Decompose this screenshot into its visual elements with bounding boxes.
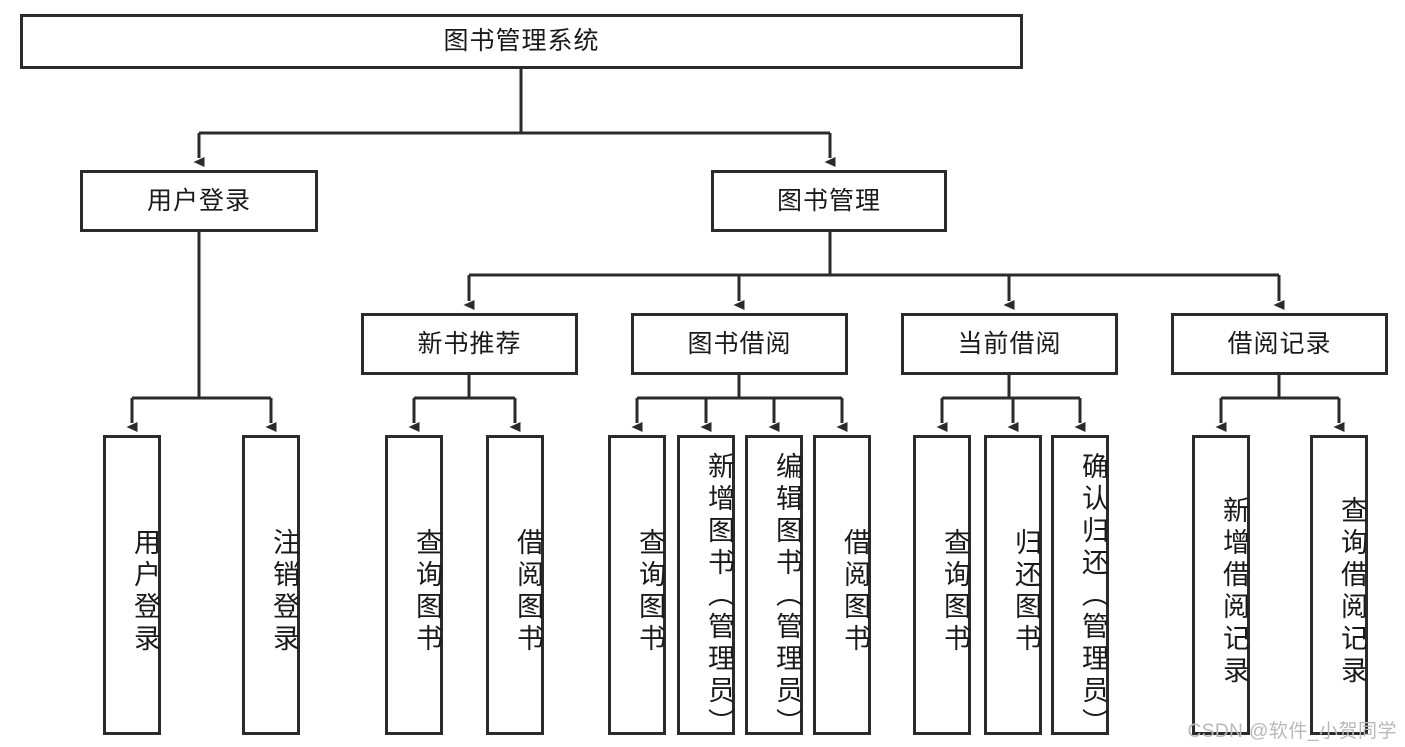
node-new-book-rec[interactable]: 新书推荐 — [361, 313, 578, 375]
node-leaf-add-borrow-record-label: 新增借阅记录 — [1219, 496, 1249, 688]
node-leaf-user-login[interactable]: 用户登录 — [103, 435, 161, 735]
node-root-label: 图书管理系统 — [443, 27, 600, 55]
node-leaf-add-borrow-record[interactable]: 新增借阅记录 — [1192, 435, 1250, 735]
node-leaf-confirm-return[interactable]: 确认归还（管理员） — [1051, 435, 1109, 740]
node-leaf-add-book-admin-label: 新增图书（管理员） — [704, 452, 734, 740]
node-leaf-user-logout-label: 注销登录 — [269, 528, 299, 656]
node-leaf-query-book-label: 查询图书 — [635, 528, 665, 656]
node-leaf-query-book-rec[interactable]: 查询图书 — [385, 435, 443, 735]
node-borrow-record-label: 借阅记录 — [1227, 329, 1332, 358]
node-leaf-borrow-book-label: 借阅图书 — [840, 528, 870, 656]
watermark: CSDN @软件_小贺同学 — [1187, 721, 1397, 742]
node-user-login-label: 用户登录 — [146, 186, 251, 215]
node-current-borrow-label: 当前借阅 — [957, 329, 1062, 358]
node-leaf-query-book[interactable]: 查询图书 — [608, 435, 666, 735]
node-leaf-borrow-book-rec[interactable]: 借阅图书 — [486, 435, 544, 735]
node-current-borrow[interactable]: 当前借阅 — [901, 313, 1118, 375]
node-book-borrow-label: 图书借阅 — [687, 329, 792, 358]
node-leaf-return-book-label: 归还图书 — [1011, 528, 1041, 656]
node-leaf-edit-book-admin[interactable]: 编辑图书（管理员） — [745, 435, 803, 740]
node-user-login[interactable]: 用户登录 — [80, 170, 318, 232]
node-leaf-return-book[interactable]: 归还图书 — [984, 435, 1042, 735]
node-leaf-borrow-book-rec-label: 借阅图书 — [513, 528, 543, 656]
node-leaf-query-book-rec-label: 查询图书 — [412, 528, 442, 656]
node-leaf-user-login-label: 用户登录 — [130, 528, 160, 656]
node-leaf-query-book-cur[interactable]: 查询图书 — [913, 435, 971, 735]
node-leaf-query-book-cur-label: 查询图书 — [940, 528, 970, 656]
node-leaf-confirm-return-label: 确认归还（管理员） — [1078, 452, 1108, 740]
node-book-borrow[interactable]: 图书借阅 — [631, 313, 848, 375]
node-borrow-record[interactable]: 借阅记录 — [1171, 313, 1388, 375]
node-leaf-query-borrow-record[interactable]: 查询借阅记录 — [1310, 435, 1368, 735]
node-leaf-user-logout[interactable]: 注销登录 — [242, 435, 300, 735]
node-leaf-add-book-admin[interactable]: 新增图书（管理员） — [677, 435, 735, 740]
node-new-book-rec-label: 新书推荐 — [417, 329, 522, 358]
node-leaf-borrow-book[interactable]: 借阅图书 — [813, 435, 871, 735]
node-book-manage[interactable]: 图书管理 — [711, 170, 947, 232]
node-root[interactable]: 图书管理系统 — [20, 14, 1023, 69]
node-book-manage-label: 图书管理 — [776, 186, 881, 215]
node-leaf-edit-book-admin-label: 编辑图书（管理员） — [772, 452, 802, 740]
node-leaf-query-borrow-record-label: 查询借阅记录 — [1337, 496, 1367, 688]
